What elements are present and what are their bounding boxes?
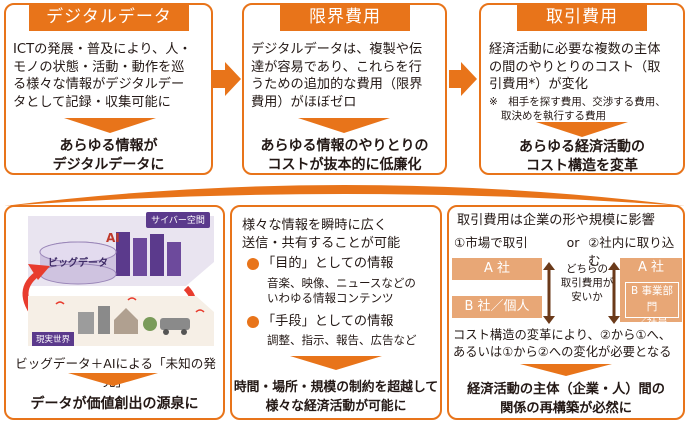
bigdata-ai-illustration: サイバー空間 AI ビッグデータ 現実世界 — [22, 212, 214, 346]
firm-structure-down-arrow — [520, 364, 612, 376]
right-double-arrow — [608, 262, 620, 324]
ai-label: AI — [106, 231, 120, 245]
info-sharing-down-arrow — [290, 356, 382, 370]
marginal-cost-title: 限界費用 — [280, 3, 410, 31]
info-means-detail: 調整、指示、報告、広告など — [267, 333, 417, 347]
info-sharing-intro: 様々な情報を瞬時に広く 送信・共有することが可能 — [242, 218, 401, 251]
cost-change-text: コスト構造の変革により、②から①へ、 あるいは①から②への変化が必要となる — [453, 328, 672, 359]
b-company: B 社／個人 — [452, 296, 542, 318]
digital-data-description: ICTの発展・普及により、人・ モノの状態・活動・動作を巡 る様々な情報がデジタ… — [13, 42, 192, 110]
transaction-cost-note: ※ 相手を探す費用、交渉する費用、 取決めを執行する費用 — [489, 96, 666, 122]
transaction-cost-description: 経済活動に必要な複数の主体 の間のやりとりのコスト（取 引費用*）が変化 — [489, 42, 661, 92]
fan-connector — [4, 185, 685, 206]
bigdata-label: ビッグデータ — [48, 256, 108, 269]
which-cheaper-label: どちらの 取引費用が 安いか — [560, 263, 614, 303]
info-purpose-detail: 音楽、映像、ニュースなどの いわゆる情報コンテンツ — [267, 276, 416, 305]
bullet-dot-1 — [247, 258, 259, 270]
digital-data-down-arrow — [64, 118, 156, 133]
real-world-label: 現実世界 — [36, 334, 71, 345]
info-purpose-title: 「目的」としての情報 — [262, 256, 394, 271]
info-sharing-conclusion: 時間・場所・規模の制約を超越して 様々な経済活動が可能に — [233, 380, 439, 414]
left-double-arrow — [543, 262, 555, 324]
transaction-cost-title: 取引費用 — [517, 3, 647, 31]
b-department: B 事業部門 ／社員 — [625, 282, 679, 329]
transaction-cost-box — [479, 3, 685, 175]
digital-data-conclusion: あらゆる情報が デジタルデータに — [52, 138, 165, 173]
option-internal: ②社内に取り込む — [588, 235, 675, 268]
right-arrow-1 — [213, 62, 241, 96]
marginal-cost-box — [242, 3, 447, 175]
marginal-cost-down-arrow — [298, 118, 390, 133]
a-company-left: A 社 — [452, 258, 542, 280]
right-arrow-2 — [449, 62, 477, 96]
firm-structure-heading: 取引費用は企業の形や規模に影響 — [457, 213, 655, 228]
cyber-space-label: サイバー空間 — [151, 214, 205, 226]
bigdata-ai-conclusion: データが価値創出の源泉に — [30, 396, 199, 412]
bullet-dot-2 — [247, 316, 259, 328]
a-company-right: A 社 — [620, 258, 682, 322]
marginal-cost-conclusion: あらゆる情報のやりとりの コストが抜本的に低廉化 — [260, 138, 429, 173]
transaction-cost-down-arrow — [536, 122, 628, 137]
digital-data-box — [4, 3, 213, 175]
transaction-cost-conclusion: あらゆる経済活動の コスト構造を変革 — [519, 139, 645, 174]
info-means-title: 「手段」としての情報 — [262, 314, 394, 329]
marginal-cost-description: デジタルデータは、複製や伝 達が容易であり、これらを行 うための追加的な費用（限… — [251, 42, 423, 110]
digital-data-title: デジタルデータ — [29, 3, 189, 31]
firm-structure-conclusion: 経済活動の主体（企業・人）間の 関係の再構築が必然に — [467, 382, 665, 416]
option-market: ①市場で取引 — [454, 235, 528, 250]
option-or: or — [566, 235, 580, 250]
info-sharing-box — [230, 205, 442, 420]
bigdata-ai-down-arrow — [68, 373, 158, 386]
